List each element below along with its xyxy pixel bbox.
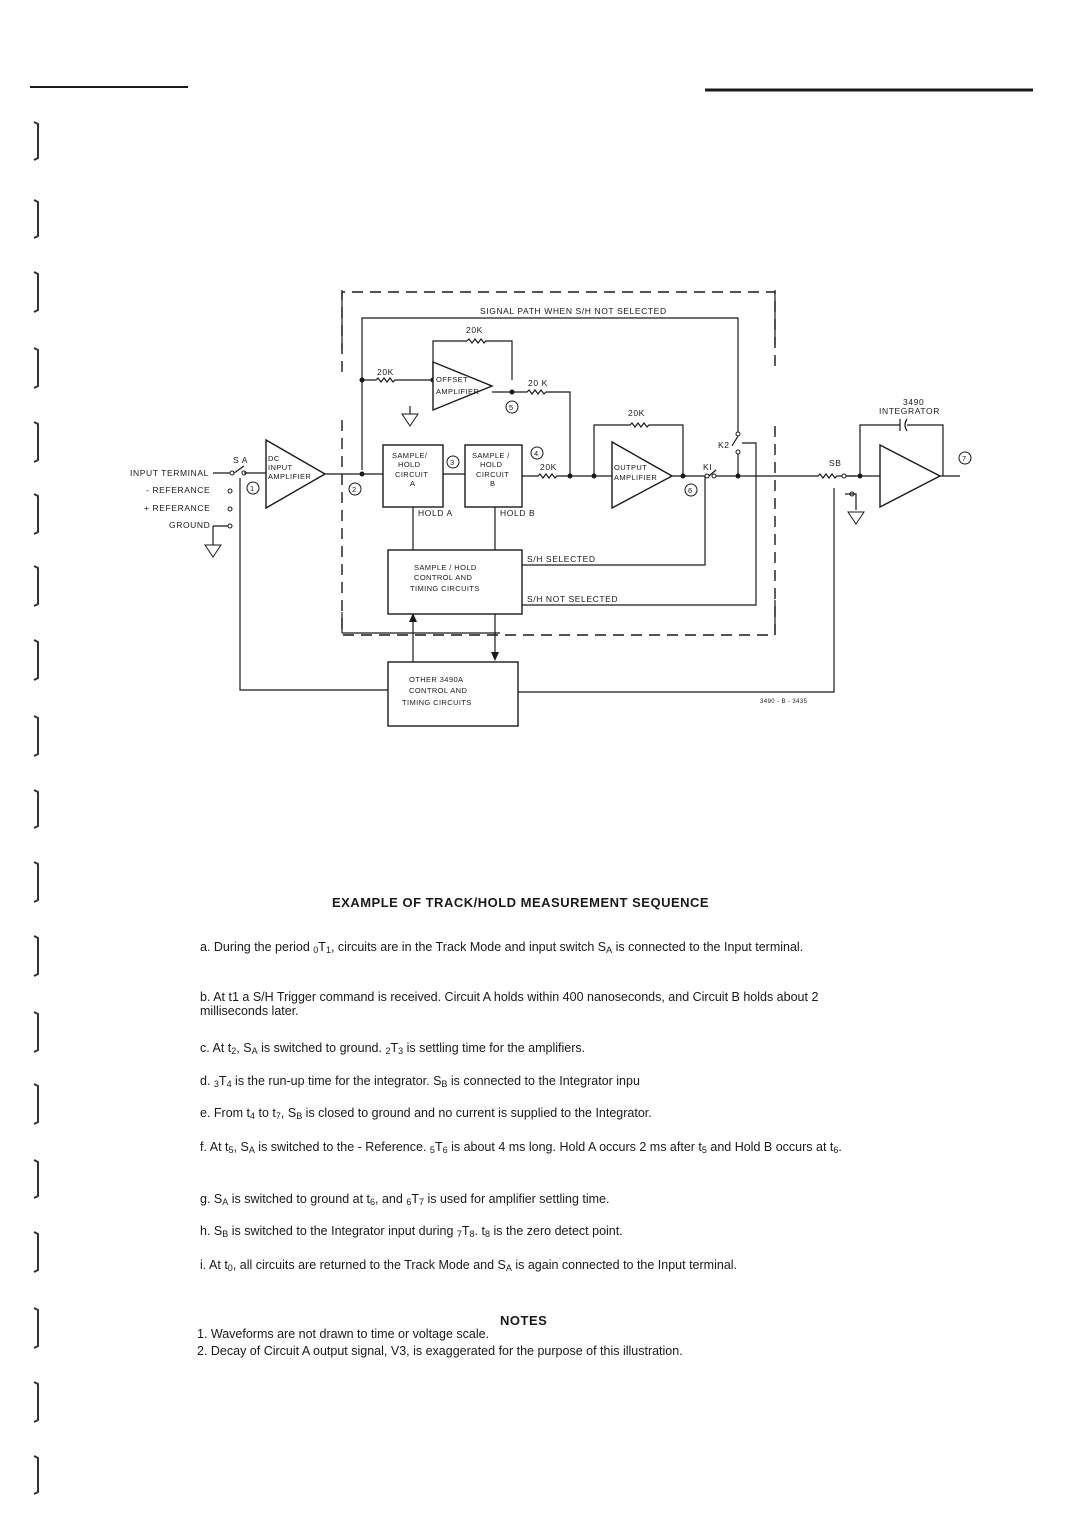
svg-text:TIMING CIRCUITS: TIMING CIRCUITS	[402, 698, 472, 707]
output-line	[716, 473, 880, 479]
binding-marks	[33, 121, 39, 1495]
svg-text:AMPLIFIER: AMPLIFIER	[614, 473, 657, 482]
offset-amp-line2: AMPLIFIER	[436, 387, 479, 396]
integrator-line2: INTEGRATOR	[879, 406, 940, 416]
sh-not-selected-label: S/H NOT SELECTED	[527, 594, 618, 604]
svg-text:HOLD: HOLD	[480, 460, 503, 469]
node-5	[505, 400, 519, 414]
item-a: a. During the period 0T1, circuits are i…	[200, 940, 804, 955]
item-f: f. At t5, SA is switched to the - Refere…	[200, 1140, 842, 1155]
sequence-heading: EXAMPLE OF TRACK/HOLD MEASUREMENT SEQUEN…	[332, 895, 710, 910]
offset-amp-line1: OFFSET	[436, 375, 468, 384]
integrator-cap-loop	[859, 424, 944, 476]
note-2: 2. Decay of Circuit A output signal, V3,…	[197, 1344, 683, 1358]
svg-text:SAMPLE/: SAMPLE/	[392, 451, 428, 460]
sample-hold-a	[382, 444, 444, 508]
svg-text:4: 4	[534, 449, 539, 458]
control-wire-sb	[518, 488, 835, 693]
r-input-label: 20K	[377, 367, 394, 377]
svg-text:1: 1	[250, 484, 255, 493]
other-3490a-control	[387, 661, 519, 727]
dc-input-amplifier	[265, 438, 327, 510]
ground-label: GROUND	[169, 520, 210, 530]
sh-module-boundary	[341, 290, 776, 636]
svg-text:2: 2	[352, 485, 357, 494]
sh-not-selected-wire	[522, 442, 757, 606]
k2-label: K2	[718, 440, 730, 450]
sh-selected-wire	[522, 476, 706, 566]
item-i: i. At t0, all circuits are returned to t…	[200, 1258, 738, 1273]
svg-text:SAMPLE /: SAMPLE /	[472, 451, 510, 460]
offset-input-resistor	[362, 377, 433, 383]
r-between-label: 20K	[540, 462, 557, 472]
svg-text:INPUT: INPUT	[268, 463, 293, 472]
item-c: c. At t2, SA is switched to ground. 2T3 …	[200, 1041, 586, 1056]
sh-selected-label: S/H SELECTED	[527, 554, 596, 564]
integrator-amplifier	[879, 443, 942, 509]
offset-amplifier	[432, 360, 494, 412]
output-amplifier	[611, 440, 674, 510]
hold-a-label: HOLD A	[418, 508, 453, 518]
bypass-wire	[361, 317, 739, 470]
figure-number: 3490 - B - 3435	[760, 699, 808, 705]
item-h: h. SB is switched to the Integrator inpu…	[200, 1224, 623, 1239]
ground-symbol	[401, 413, 419, 427]
node-3	[446, 455, 460, 469]
svg-text:HOLD: HOLD	[398, 460, 421, 469]
minus-ref-label: - REFERANCE	[146, 485, 210, 495]
sh-control-timing	[387, 549, 523, 615]
notes-title: NOTES	[500, 1313, 548, 1328]
node-1	[246, 481, 260, 495]
signal-path-label: SIGNAL PATH WHEN S/H NOT SELECTED	[480, 306, 667, 316]
sa-label: S A	[233, 455, 248, 465]
svg-text:CIRCUIT: CIRCUIT	[476, 470, 509, 479]
svg-text:AMPLIFIER: AMPLIFIER	[268, 472, 311, 481]
svg-text:5: 5	[509, 403, 514, 412]
control-wire-sa	[239, 478, 388, 691]
item-e: e. From t4 to t7, SB is closed to ground…	[200, 1106, 652, 1121]
r-feedback-label: 20K	[466, 325, 483, 335]
svg-text:OTHER 3490A: OTHER 3490A	[409, 675, 463, 684]
svg-text:3: 3	[450, 458, 455, 467]
item-g: g. SA is switched to ground at t6, and 6…	[200, 1192, 610, 1207]
sample-hold-b	[464, 444, 523, 508]
svg-text:SAMPLE / HOLD: SAMPLE / HOLD	[414, 563, 477, 572]
ground-symbol-sb	[847, 511, 865, 525]
item-d: d. 3T4 is the run-up time for the integr…	[200, 1074, 640, 1089]
svg-text:CIRCUIT: CIRCUIT	[395, 470, 428, 479]
output-feedback-resistor	[593, 422, 684, 476]
svg-text:CONTROL AND: CONTROL AND	[409, 686, 467, 695]
ground-symbol-input	[204, 544, 222, 558]
node-6	[684, 483, 698, 497]
svg-text:TIMING CIRCUITS: TIMING CIRCUITS	[410, 584, 480, 593]
item-b: b. At t1 a S/H Trigger command is receiv…	[200, 990, 819, 1018]
svg-text:OUTPUT: OUTPUT	[614, 463, 647, 472]
k1-label: KI	[703, 462, 712, 472]
hold-b-label: HOLD B	[500, 508, 535, 518]
integrator-line1: 3490	[903, 397, 924, 407]
svg-text:B: B	[490, 479, 495, 488]
svg-text:7: 7	[962, 454, 967, 463]
input-terminal-label: INPUT TERMINAL	[130, 468, 209, 478]
plus-ref-label: + REFERANCE	[144, 503, 210, 513]
svg-text:CONTROL AND: CONTROL AND	[414, 573, 472, 582]
node-2	[348, 482, 362, 496]
series-resistor	[522, 473, 612, 479]
node-4	[530, 446, 544, 460]
r-output-fb-label: 20K	[628, 408, 645, 418]
note-1: 1. Waveforms are not drawn to time or vo…	[197, 1327, 490, 1341]
svg-text:6: 6	[688, 486, 693, 495]
svg-text:DC: DC	[268, 454, 280, 463]
node-7	[958, 451, 972, 465]
offset-output-resistor	[492, 389, 571, 476]
svg-text:A: A	[410, 479, 415, 488]
sb-label: SB	[829, 458, 842, 468]
r-out-label: 20 K	[528, 378, 548, 388]
